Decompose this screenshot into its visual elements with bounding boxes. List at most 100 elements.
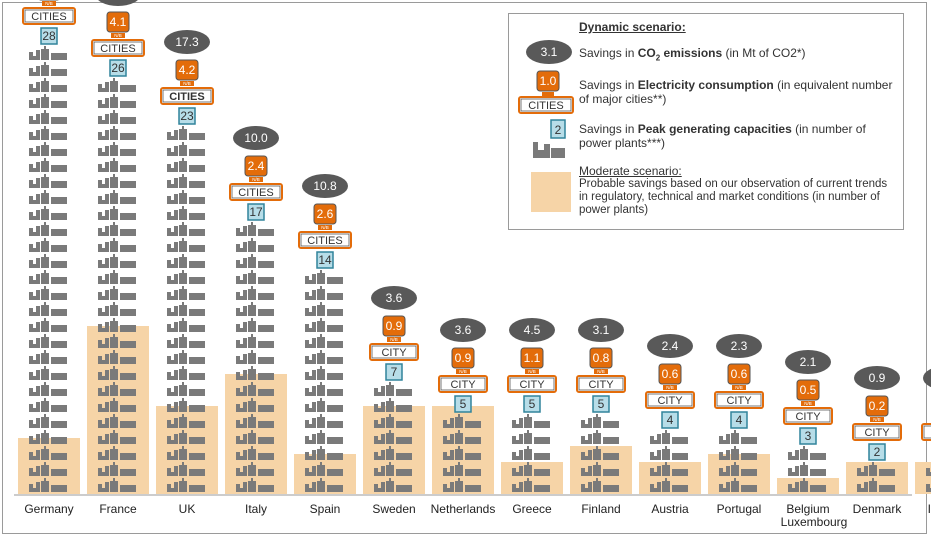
plant-icon — [443, 414, 481, 428]
plant-icon — [443, 430, 481, 444]
plant-icon — [29, 110, 67, 124]
city-label: CITIES — [169, 91, 204, 103]
co2-value-label: 10.0 — [244, 131, 268, 145]
plant-icon — [98, 414, 136, 428]
plant-icon — [98, 462, 136, 476]
plant-icon — [788, 478, 826, 492]
co2-value-label: 10.8 — [313, 179, 337, 193]
badge-tag-text: N/B — [459, 369, 467, 374]
co2-value-label: 16.8 — [106, 0, 130, 1]
plant-icon — [29, 158, 67, 172]
plant-icon — [374, 414, 412, 428]
plant-icon — [788, 462, 826, 476]
plant-icon — [926, 484, 931, 492]
legend-dynamic-title: Dynamic scenario: — [579, 20, 686, 34]
legend-moderate-text: Probable savings based on our observatio… — [579, 178, 888, 216]
plant-icon — [305, 398, 343, 412]
city-label: CITY — [450, 379, 476, 391]
co2-value-label: 2.1 — [800, 355, 817, 369]
plant-icon — [167, 398, 205, 412]
plant-icon — [98, 350, 136, 364]
x-tick-label: Germany — [24, 502, 73, 516]
x-tick-label: Austria — [651, 502, 689, 516]
peak-value-label: 14 — [318, 253, 332, 267]
plant-icon — [374, 398, 412, 412]
plant-icon — [98, 94, 136, 108]
legend-peak-sample: 2 — [555, 123, 562, 137]
legend-elec-city: CITIES — [528, 100, 563, 112]
plant-icon — [98, 254, 136, 268]
electricity-value-label: 1.1 — [524, 351, 541, 365]
plant-icon — [29, 46, 67, 60]
plant-icon — [98, 446, 136, 460]
badge-tag-text: N/B — [321, 225, 329, 230]
x-tick-label: Belgium — [786, 502, 829, 516]
co2-ellipse — [302, 174, 348, 198]
plant-icon — [29, 318, 67, 332]
plant-icon — [788, 446, 826, 460]
plant-icon — [167, 350, 205, 364]
peak-value-box — [799, 427, 817, 445]
plant-icon — [29, 190, 67, 204]
plant-icon — [719, 446, 757, 460]
plant-icon — [167, 126, 205, 140]
plant-icon — [98, 110, 136, 124]
plant-icon — [719, 430, 757, 444]
electricity-value-label: 0.6 — [731, 367, 748, 381]
x-tick-label: Ireland — [928, 502, 931, 516]
plant-icon — [98, 126, 136, 140]
plant-icon — [98, 430, 136, 444]
badge-tag — [111, 33, 125, 38]
plant-icon — [167, 286, 205, 300]
legend-moderate-swatch — [531, 172, 571, 212]
plant-icon — [650, 446, 688, 460]
plant-icon — [305, 286, 343, 300]
city-box — [369, 343, 419, 361]
badge-tag-text: N/B — [390, 337, 398, 342]
city-box-inner — [578, 377, 624, 391]
plant-icon — [29, 398, 67, 412]
plant-icon — [512, 462, 550, 476]
plant-icon — [374, 478, 412, 492]
peak-value-box — [730, 411, 748, 429]
legend-peak-icon: 2 — [533, 119, 566, 158]
plant-icon — [581, 430, 619, 444]
plant-icon — [167, 446, 205, 460]
electricity-badge — [175, 59, 199, 81]
city-box — [298, 231, 352, 249]
plant-icon — [167, 366, 205, 380]
badge-tag-text: N/B — [735, 385, 743, 390]
plant-icon — [305, 334, 343, 348]
peak-value-label: 5 — [460, 397, 467, 411]
badge-tag — [318, 225, 332, 230]
city-label: CITIES — [307, 235, 342, 247]
x-tick-label: Sweden — [372, 502, 415, 516]
x-tick-label: Greece — [512, 502, 552, 516]
legend-co2-text: Savings in CO2 emissions (in Mt of CO2*) — [579, 46, 806, 63]
badge-tag — [249, 177, 263, 182]
co2-ellipse — [578, 318, 624, 342]
plant-icon — [236, 382, 274, 396]
badge-tag — [732, 385, 746, 390]
x-tick-label: Netherlands — [431, 502, 496, 516]
plant-icon — [167, 318, 205, 332]
city-box — [22, 7, 76, 25]
co2-ellipse — [371, 286, 417, 310]
badge-tag-text: N/B — [597, 369, 605, 374]
city-box — [645, 391, 695, 409]
co2-ellipse — [233, 126, 279, 150]
co2-value-label: 3.6 — [455, 323, 472, 337]
electricity-badge — [451, 347, 475, 369]
badge-tag — [387, 337, 401, 342]
plant-icon — [236, 334, 274, 348]
city-box — [852, 423, 902, 441]
plant-icon — [305, 446, 343, 460]
plant-icon — [305, 430, 343, 444]
electricity-value-label: 2.6 — [317, 207, 334, 221]
plant-icon — [236, 302, 274, 316]
badge-tag — [594, 369, 608, 374]
badge-tag-text: N/B — [252, 177, 260, 182]
plant-icon — [305, 302, 343, 316]
peak-value-label: 5 — [598, 397, 605, 411]
co2-ellipse — [647, 334, 693, 358]
